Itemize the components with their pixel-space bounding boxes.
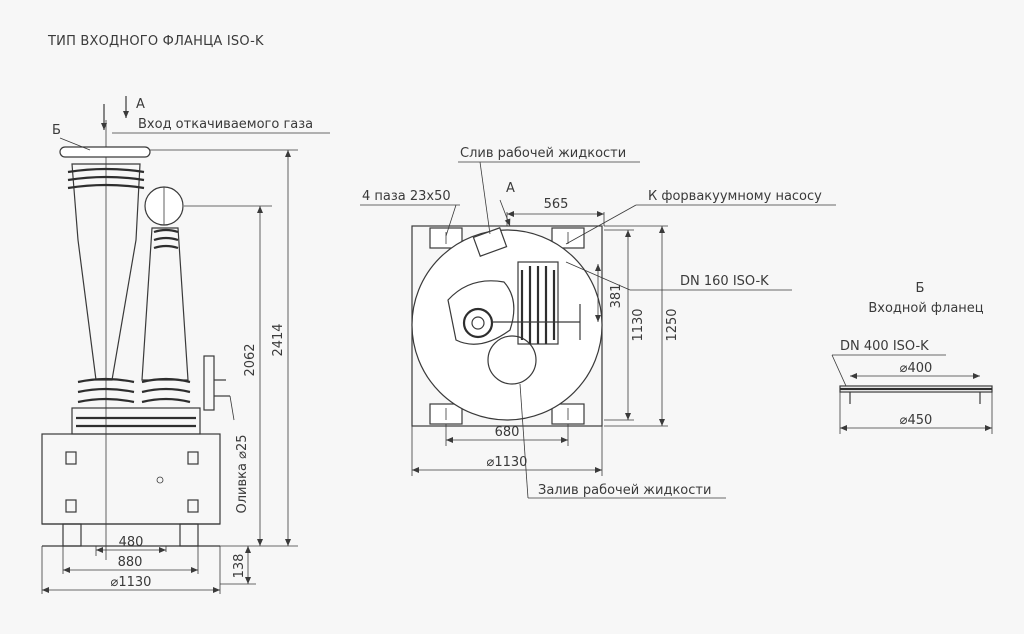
forevacuum-label: К форвакуумному насосу [648,189,822,204]
view-a-label: А [136,97,145,112]
drawing-title: ТИП ВХОДНОГО ФЛАНЦА ISO-K [47,34,264,49]
dim-2414: 2414 [271,323,286,356]
base-box [41,433,221,525]
dim-d1130: ⌀1130 [111,575,152,590]
gas-inlet-label: Вход откачиваемого газа [138,117,313,132]
collector [71,407,201,435]
dim-138: 138 [232,554,247,579]
dim-680: 680 [495,425,520,440]
view-b-label-flange: Б [916,281,925,296]
view-b-label: Б [52,123,61,138]
flange-caption: Входной фланец [868,301,983,316]
drain-label: Слив рабочей жидкости [460,146,626,161]
dim-381: 381 [609,284,624,309]
body-circle [411,229,603,421]
olive-label: Оливка ⌀25 [235,435,250,514]
fill-port [487,335,537,385]
dim-480: 480 [119,535,144,550]
second-column [141,227,189,381]
inlet-circle [462,307,494,339]
dim-880: 880 [118,555,143,570]
inlet-flange [59,146,151,158]
dim-2062: 2062 [243,343,258,376]
view-a-label-top: А [506,181,515,196]
dim-d450: ⌀450 [900,413,933,428]
top-view: А Слив рабочей жидкости 4 паза 23x50 565… [360,146,836,499]
dn400-label: DN 400 ISO-K [840,339,929,354]
slots-label: 4 паза 23x50 [362,189,451,204]
fill-label: Залив рабочей жидкости [538,483,711,498]
dim-d400: ⌀400 [900,361,933,376]
dim-565: 565 [544,197,569,212]
dim-1130: 1130 [631,308,646,341]
side-view: А Вход откачиваемого газа Б 2414 2062 13… [41,96,330,594]
dim-d1130-top: ⌀1130 [487,455,528,470]
dn160-label: DN 160 ISO-K [680,274,769,289]
flange-view: Б Входной фланец DN 400 ISO-K ⌀400 ⌀450 [831,281,993,434]
dim-1250: 1250 [665,308,680,341]
